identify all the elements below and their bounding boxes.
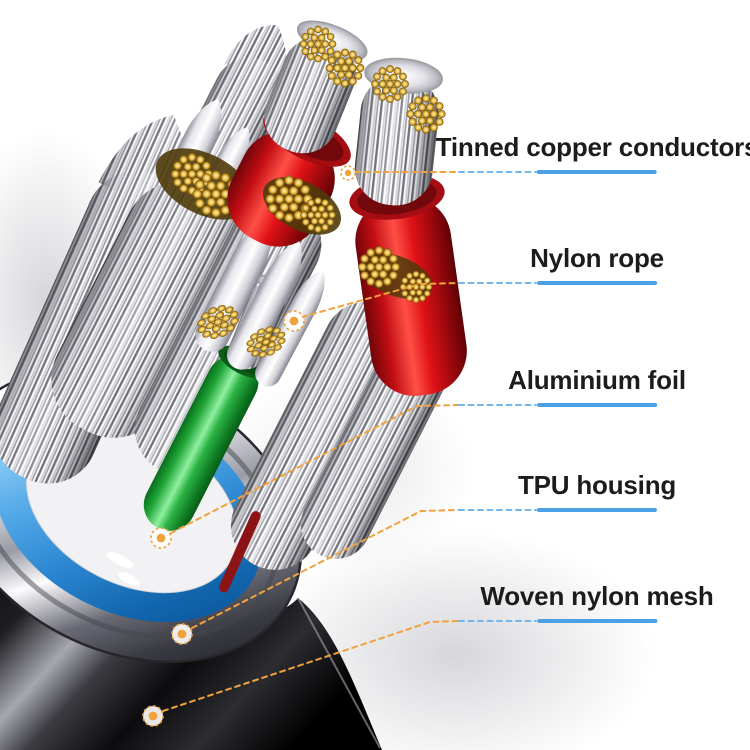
gold-braid-cluster <box>357 245 433 304</box>
callout-underline <box>537 403 657 407</box>
red-insulated-wire <box>227 20 368 247</box>
callout-underline <box>537 508 657 512</box>
marker-tinned <box>340 165 356 181</box>
callout-underline <box>536 170 657 174</box>
callout-aluminium-foil: Aluminium foil <box>508 365 686 407</box>
callout-woven-nylon-mesh: Woven nylon mesh <box>480 581 714 623</box>
leader-orange-woven-mesh <box>162 620 460 712</box>
callout-tinned-copper-conductors: Tinned copper conductors <box>436 132 750 174</box>
leader-orange-tpu-housing <box>191 509 460 629</box>
leader-orange-aluminium-foil <box>170 404 460 534</box>
marker-tpu-housing <box>171 623 193 645</box>
callout-label: Nylon rope <box>530 243 664 273</box>
marker-woven-mesh <box>142 705 164 727</box>
leader-orange-nylon-rope <box>301 282 460 318</box>
callout-label: Woven nylon mesh <box>480 581 714 611</box>
leader-lines <box>162 171 537 712</box>
callout-tpu-housing: TPU housing <box>518 470 676 512</box>
marker-aluminium-foil <box>150 527 172 549</box>
callout-underline <box>536 281 657 285</box>
callout-underline <box>536 619 657 623</box>
red-inner-wire <box>219 511 261 593</box>
callout-label: Aluminium foil <box>508 365 686 395</box>
callout-label: TPU housing <box>517 470 677 500</box>
callout-label: Tinned copper conductors <box>435 132 750 162</box>
silver-shield-bundle <box>51 181 242 438</box>
gold-braid-cluster <box>263 175 341 235</box>
callout-markers <box>142 165 356 727</box>
callout-nylon-rope: Nylon rope <box>530 243 664 285</box>
marker-nylon-rope <box>283 310 305 332</box>
silver-shield-bundle <box>230 301 411 570</box>
